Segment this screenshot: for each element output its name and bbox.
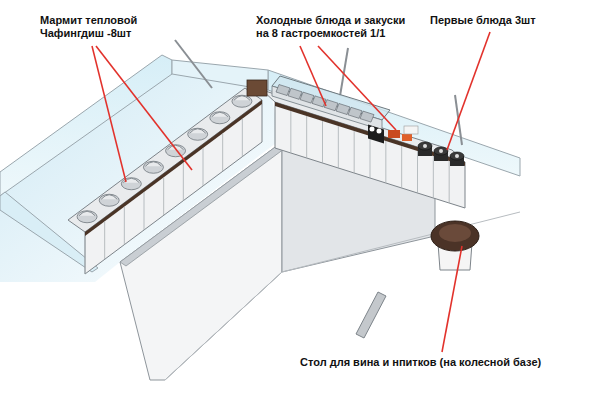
pole bbox=[175, 40, 212, 88]
wine-table bbox=[431, 221, 479, 270]
post bbox=[356, 292, 386, 338]
display-sign bbox=[247, 80, 267, 96]
floor-edge bbox=[165, 272, 282, 380]
callout-label: Стол для вина и нпитков (на колесной баз… bbox=[300, 356, 541, 369]
chafing-counter bbox=[68, 88, 262, 274]
cold-display bbox=[272, 76, 390, 130]
floor-edge bbox=[282, 212, 520, 272]
glass-wall-front bbox=[0, 192, 98, 272]
chafing-dishes bbox=[77, 95, 252, 274]
leader-lines bbox=[92, 32, 490, 352]
callout-label: Мармит тепловой Чафингдиш -8шт bbox=[40, 14, 158, 40]
callout-label: Холодные блюда и закуски на 8 гастроемко… bbox=[256, 14, 406, 40]
callout-label: Первые блюда 3шт bbox=[430, 14, 536, 27]
soup-kettles bbox=[418, 142, 464, 166]
